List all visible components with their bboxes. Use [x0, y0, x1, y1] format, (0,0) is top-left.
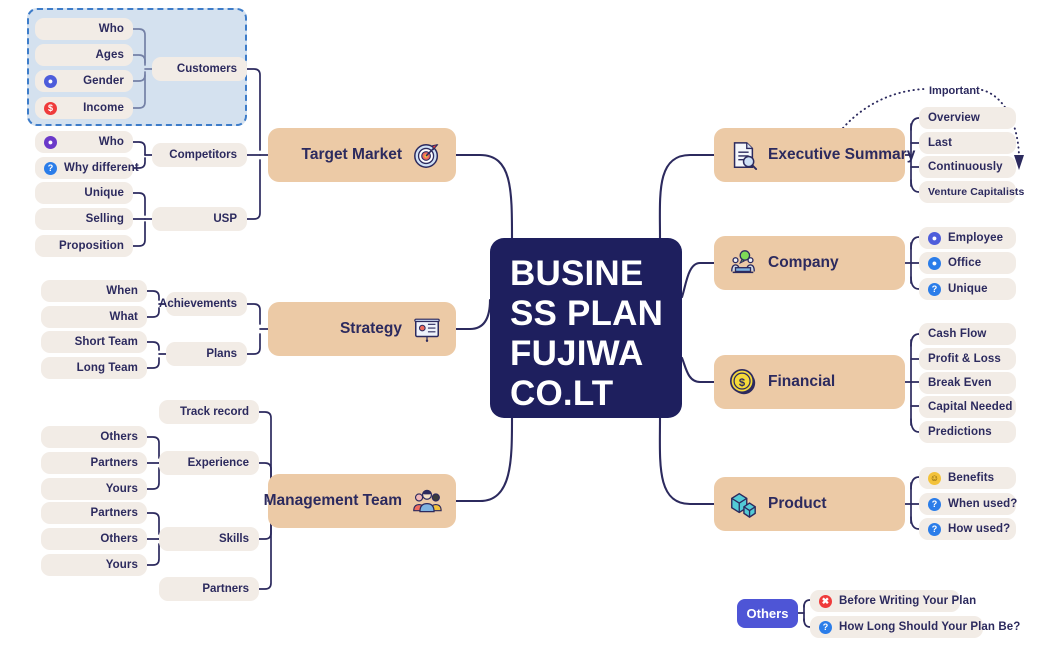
branch-company[interactable]: Company [714, 236, 905, 290]
group-achievements[interactable]: Achievements [159, 292, 247, 316]
leaf-skills-yours[interactable]: Yours [41, 554, 147, 576]
branch-label: Financial [768, 373, 836, 390]
group-label: Plans [206, 348, 237, 360]
leaf-company-unique[interactable]: ? Unique [919, 278, 1016, 300]
center-node[interactable]: BUSINESS PLAN FUJIWA CO.LT [490, 238, 682, 418]
branch-target-market[interactable]: Target Market [268, 128, 456, 182]
branch-label: Executive Summary [768, 146, 916, 163]
group-label: Skills [218, 533, 249, 545]
branch-label: Target Market [301, 146, 403, 163]
money-icon: $ [44, 101, 57, 115]
leaf-how-long-should-your-plan-be[interactable]: ? How Long Should Your Plan Be? [810, 616, 1020, 638]
group-label: USP [213, 213, 237, 225]
person-icon: ● [928, 231, 941, 245]
group-skills[interactable]: Skills [159, 527, 259, 551]
smile-icon: ☺ [928, 471, 941, 485]
leaf-venture-capitalists[interactable]: Venture Capitalists [919, 181, 1024, 203]
leaf-before-writing-your-plan[interactable]: ✖ Before Writing Your Plan [810, 590, 976, 612]
leaf-why-different[interactable]: ? Why different [35, 157, 139, 179]
branch-label: Others [746, 606, 789, 621]
branch-strategy[interactable]: Strategy [268, 302, 456, 356]
center-node-title: BUSINESS PLAN FUJIWA CO.LT [510, 254, 664, 413]
person-purple-icon: ● [44, 135, 57, 149]
leaf-selling[interactable]: Selling [35, 208, 133, 230]
leaf-office[interactable]: ● Office [919, 252, 1016, 274]
branch-label: Product [768, 495, 827, 512]
document-search-icon [733, 142, 758, 170]
leaf-break-even[interactable]: Break Even [919, 372, 1016, 394]
leaf-gender[interactable]: ● Gender [35, 70, 133, 92]
branch-product[interactable]: Product [714, 477, 905, 531]
meeting-icon [731, 250, 755, 274]
group-partners[interactable]: Partners [159, 577, 259, 601]
group-label: Partners [202, 583, 249, 595]
group-label: Customers [176, 63, 237, 75]
branch-label: Strategy [339, 320, 402, 337]
leaf-what[interactable]: What [41, 306, 147, 328]
leaf-when[interactable]: When [41, 280, 147, 302]
branch-management-team[interactable]: Management Team [264, 474, 456, 528]
leaf-cash-flow[interactable]: Cash Flow [919, 323, 1016, 345]
group-customers[interactable]: Customers [152, 57, 247, 81]
group-competitors[interactable]: Competitors [152, 143, 247, 167]
leaf-short-team[interactable]: Short Team [41, 331, 147, 353]
group-track-record[interactable]: Track record [159, 400, 259, 424]
question-icon: ? [928, 282, 941, 296]
leaf-ages[interactable]: Ages [35, 44, 133, 66]
leaf-skills-partners[interactable]: Partners [41, 502, 147, 524]
group-plans[interactable]: Plans [166, 342, 247, 366]
leaf-long-team[interactable]: Long Team [41, 357, 147, 379]
leaf-who-customers[interactable]: Who [35, 18, 133, 40]
leaf-overview[interactable]: Overview [919, 107, 1016, 129]
question-icon: ? [44, 161, 57, 175]
leaf-capital-needed[interactable]: Capital Needed [919, 396, 1016, 418]
group-label: Achievements [159, 298, 237, 310]
branch-executive-summary[interactable]: Executive Summary [714, 128, 915, 182]
leaf-last[interactable]: Last [919, 132, 1016, 154]
coin-icon: $ [729, 368, 756, 395]
leaf-how-used[interactable]: ? How used? [919, 518, 1016, 540]
leaf-experience-partners[interactable]: Partners [41, 452, 147, 474]
question-icon: ? [928, 522, 941, 536]
leaf-when-used[interactable]: ? When used? [919, 493, 1017, 515]
group-experience[interactable]: Experience [159, 451, 259, 475]
leaf-income[interactable]: $ Income [35, 97, 133, 119]
important-annotation-label: Important [929, 85, 980, 97]
group-usp[interactable]: USP [152, 207, 247, 231]
svg-text:$: $ [739, 377, 746, 389]
leaf-continuously[interactable]: Continuously [919, 156, 1016, 178]
leaf-profit-loss[interactable]: Profit & Loss [919, 348, 1016, 370]
branch-others[interactable]: Others [737, 599, 798, 628]
branch-label: Management Team [263, 492, 402, 509]
question-icon: ? [928, 497, 941, 511]
target-icon [414, 143, 439, 168]
presentation-icon [414, 318, 440, 342]
leaf-predictions[interactable]: Predictions [919, 421, 1016, 443]
branch-financial[interactable]: $ Financial [714, 355, 905, 409]
leaf-employee[interactable]: ● Employee [919, 227, 1016, 249]
group-label: Experience [187, 457, 249, 469]
leaf-experience-others[interactable]: Others [41, 426, 147, 448]
leaf-benefits[interactable]: ☺ Benefits [919, 467, 1016, 489]
people-icon [413, 489, 442, 513]
leaf-experience-yours[interactable]: Yours [41, 478, 147, 500]
branch-label: Company [768, 254, 839, 271]
leaf-skills-others[interactable]: Others [41, 528, 147, 550]
leaf-unique[interactable]: Unique [35, 182, 133, 204]
person-icon: ● [44, 74, 57, 88]
leaf-who-competitors[interactable]: ● Who [35, 131, 133, 153]
leaf-proposition[interactable]: Proposition [35, 235, 133, 257]
group-label: Competitors [169, 149, 237, 161]
alert-icon: ✖ [819, 594, 832, 608]
group-label: Track record [179, 406, 249, 418]
question-icon: ? [819, 620, 832, 634]
globe-icon: ● [928, 256, 941, 270]
boxes-icon [731, 492, 756, 518]
